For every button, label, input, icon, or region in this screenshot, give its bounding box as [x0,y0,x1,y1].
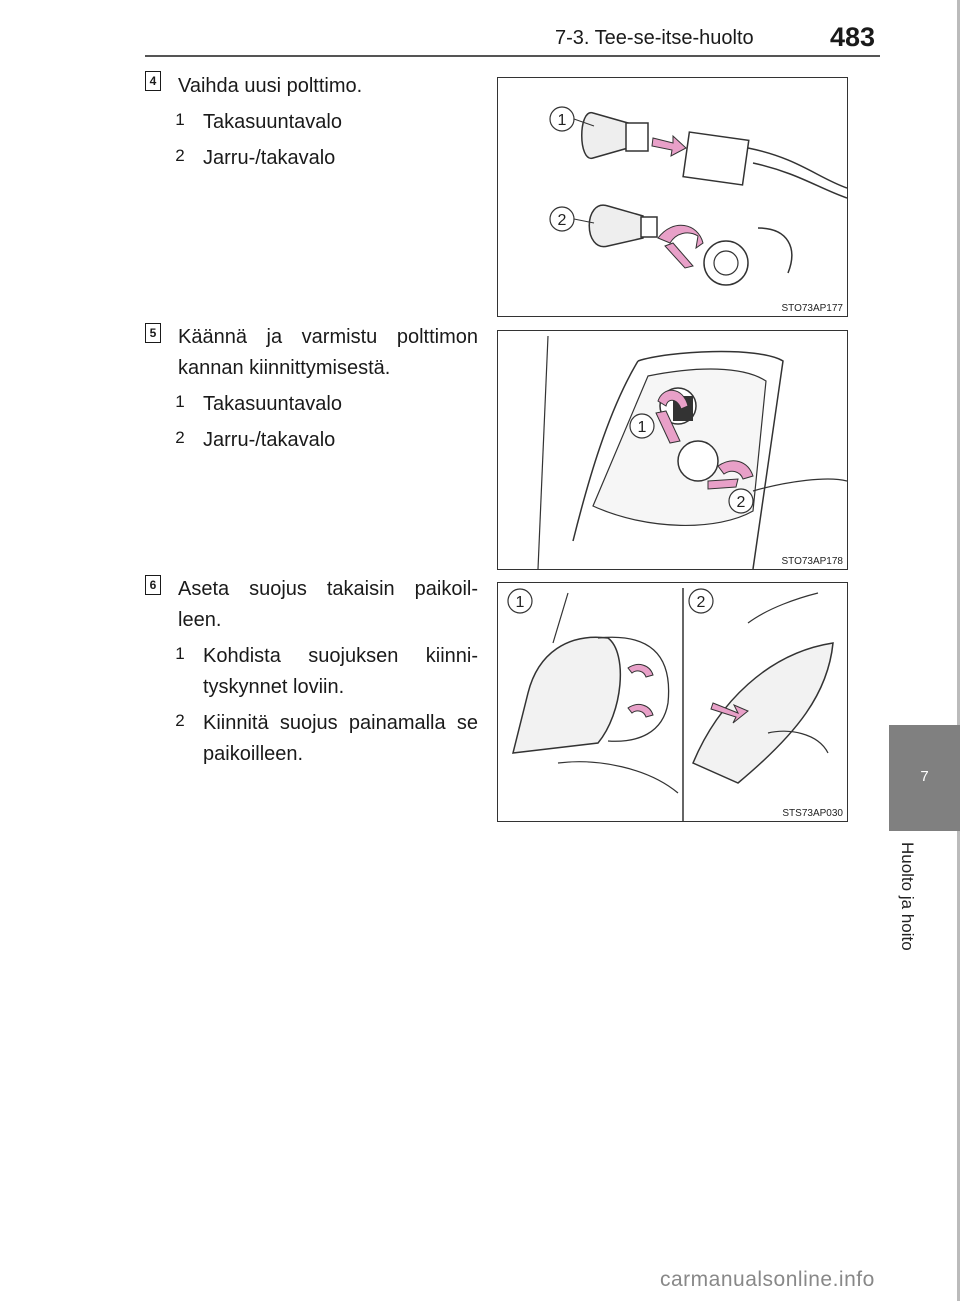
figure-code: STO73AP177 [781,303,843,314]
step-number-badge: 4 [145,71,161,91]
item-text: Takasuuntavalo [203,111,342,133]
callout-label: 2 [558,212,567,229]
item-marker: 2 [175,711,185,730]
figure-socket-rotation: 1 2 STO73AP178 [497,330,848,570]
watermark: carmanualsonline.info [660,1268,875,1291]
figure-bulb-replacement: 1 2 STO73AP177 [497,77,848,317]
callout-label: 2 [737,494,746,511]
figure-code: STS73AP030 [782,808,843,819]
socket-rotation-illustration: 1 2 [537,335,848,570]
chapter-number: 7 [920,768,929,785]
item-text: Kohdista suojuksen kiinni-tyskynnet lovi… [203,645,478,698]
step-text: Aseta suojus takaisin paikoil-leen. [178,578,478,631]
page-number: 483 [830,22,876,52]
item-marker: 1 [175,644,185,663]
callout-label: 1 [516,594,525,611]
item-marker: 2 [175,428,185,447]
item-text: Jarru-/takavalo [203,429,336,451]
item-marker: 1 [175,110,185,129]
page-edge-rule [957,0,960,1301]
figure-code: STO73AP178 [781,556,843,567]
item-text: Takasuuntavalo [203,393,342,415]
callout-label: 1 [638,419,647,436]
item-marker: 2 [175,146,185,165]
chapter-tab [889,725,960,831]
step-text: Vaihda uusi polttimo. [178,75,363,97]
item-text: Kiinnitä suojus painamalla se paikoillee… [203,712,478,765]
bulb-replacement-illustration: 1 2 [549,106,848,286]
callout-label: 1 [558,112,567,129]
section-title: 7-3. Tee-se-itse-huolto [555,27,754,49]
header-rule [145,55,880,57]
item-text: Jarru-/takavalo [203,147,336,169]
step-number-badge: 5 [145,323,161,343]
step-number-badge: 6 [145,575,161,595]
figure-cover-refit: 1 2 STS73AP030 [497,582,848,822]
item-marker: 1 [175,392,185,411]
chapter-title: Huolto ja hoito [898,842,917,951]
callout-label: 2 [697,594,706,611]
cover-refit-illustration: 1 2 [507,588,834,821]
step-text: Käännä ja varmistu polttimon kannan kiin… [178,326,478,379]
